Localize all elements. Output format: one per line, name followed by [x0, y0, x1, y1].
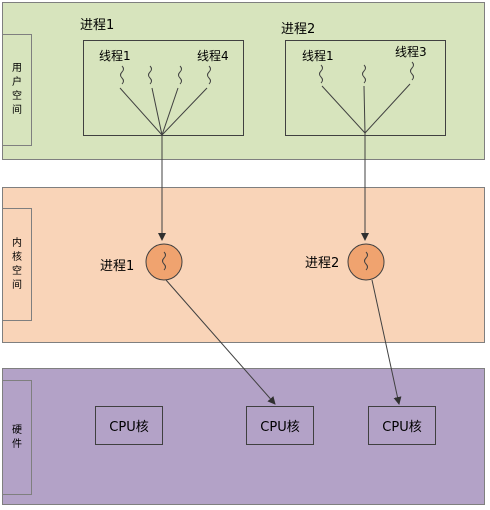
p2-thread-2-line — [363, 85, 366, 134]
p1-thread-fan — [119, 87, 208, 136]
hardware-label: 硬件 — [2, 380, 32, 495]
cpu-core-2: CPU核 — [246, 406, 314, 445]
thread-squiggle-icon — [148, 65, 152, 85]
thread-squiggle-icon — [364, 251, 368, 271]
kernel-thread-1-circle — [145, 243, 183, 281]
kernel-space-label: 内核空间 — [2, 208, 32, 321]
p2-thread-fan — [321, 83, 411, 134]
p1-thread-4-line — [161, 87, 208, 136]
user-process-1-title: 进程1 — [80, 18, 115, 33]
p1-thread-1-line — [119, 87, 163, 136]
thread-squiggle-icon — [319, 64, 323, 84]
thread-squiggle-icon — [120, 65, 124, 85]
kernel-2-to-cpu-arrow — [371, 279, 402, 405]
p1-thread-2-line — [151, 87, 163, 136]
kernel-1-to-cpu-arrow — [165, 279, 276, 405]
p1-thread-3-line — [161, 87, 179, 136]
kernel-space-band — [2, 187, 485, 343]
cpu-core-1: CPU核 — [95, 406, 163, 445]
cpu-core-3: CPU核 — [368, 406, 436, 445]
thread-squiggle-icon — [362, 64, 366, 84]
kernel-thread-2-circle — [347, 243, 385, 281]
p2-thread-left-label: 线程1 — [302, 49, 334, 63]
user-process-1-box — [83, 40, 244, 136]
p2-thread-squiggles — [319, 61, 414, 84]
p1-thread-squiggles — [120, 65, 211, 85]
p1-thread-right-label: 线程4 — [197, 49, 229, 63]
thread-squiggle-icon — [162, 251, 166, 271]
p1-thread-left-label: 线程1 — [99, 49, 131, 63]
user-process-2-title: 进程2 — [281, 22, 316, 37]
p2-thread-1-line — [321, 85, 366, 134]
p2-thread-3-line — [364, 83, 411, 134]
kernel-process-1-label: 进程1 — [100, 259, 135, 274]
thread-squiggle-icon — [207, 65, 211, 85]
kernel-process-2-label: 进程2 — [305, 256, 340, 271]
p2-thread-right-label: 线程3 — [395, 45, 427, 59]
user-space-label: 用户空间 — [2, 34, 32, 146]
thread-squiggle-icon — [410, 61, 414, 81]
thread-squiggle-icon — [178, 65, 182, 85]
